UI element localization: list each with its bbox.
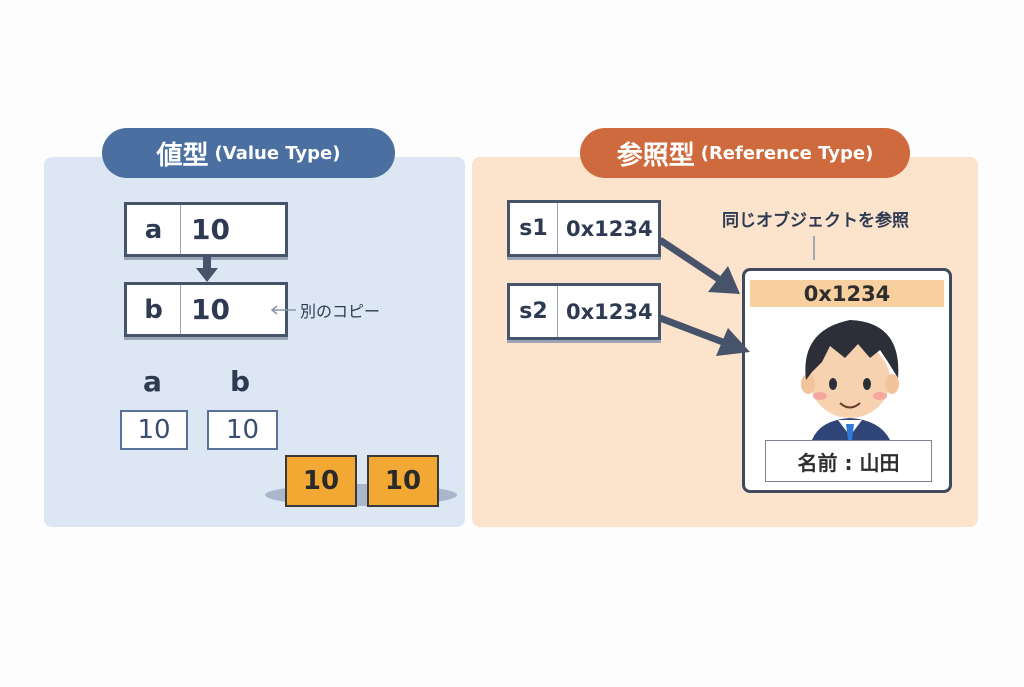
- same-object-note: 同じオブジェクトを参照: [722, 211, 909, 231]
- value-type-title: 値型 (Value Type): [102, 128, 395, 178]
- reference-type-title: 参照型 (Reference Type): [580, 128, 910, 178]
- cube-a: 10: [285, 455, 357, 507]
- separate-label-a: a: [143, 365, 162, 398]
- value-type-title-jp: 値型: [156, 140, 209, 171]
- variable-a-box: a 10: [124, 202, 288, 257]
- s1-reference-arrow: [658, 237, 740, 294]
- variable-name: s2: [510, 286, 558, 337]
- variable-value: 0x1234: [566, 216, 653, 241]
- variable-name: s1: [510, 203, 558, 254]
- object-name-field: 名前 : 山田: [765, 440, 932, 482]
- variable-name: b: [127, 285, 181, 334]
- copy-arrow: [196, 257, 218, 282]
- value-type-title-en: (Value Type): [214, 142, 341, 164]
- reference-type-title-jp: 参照型: [616, 140, 695, 171]
- variable-name: a: [127, 205, 181, 254]
- s2-reference-arrow: [658, 314, 750, 356]
- variable-s2-box: s2 0x1234: [507, 283, 661, 340]
- cube-b: 10: [367, 455, 439, 507]
- copy-note-arrow: [270, 305, 296, 315]
- reference-type-title-en: (Reference Type): [700, 142, 874, 164]
- object-address: 0x1234: [750, 280, 944, 307]
- variable-b-box: b 10: [124, 282, 288, 337]
- person-avatar-icon: [801, 320, 899, 440]
- variable-value: 0x1234: [566, 299, 653, 324]
- variable-value: 10: [191, 293, 230, 326]
- variable-value: 10: [191, 213, 230, 246]
- variable-s1-box: s1 0x1234: [507, 200, 661, 257]
- copy-note: 別のコピー: [300, 302, 381, 321]
- separate-value-b: 10: [207, 410, 278, 450]
- separate-value-a: 10: [120, 410, 188, 450]
- separate-label-b: b: [230, 365, 251, 398]
